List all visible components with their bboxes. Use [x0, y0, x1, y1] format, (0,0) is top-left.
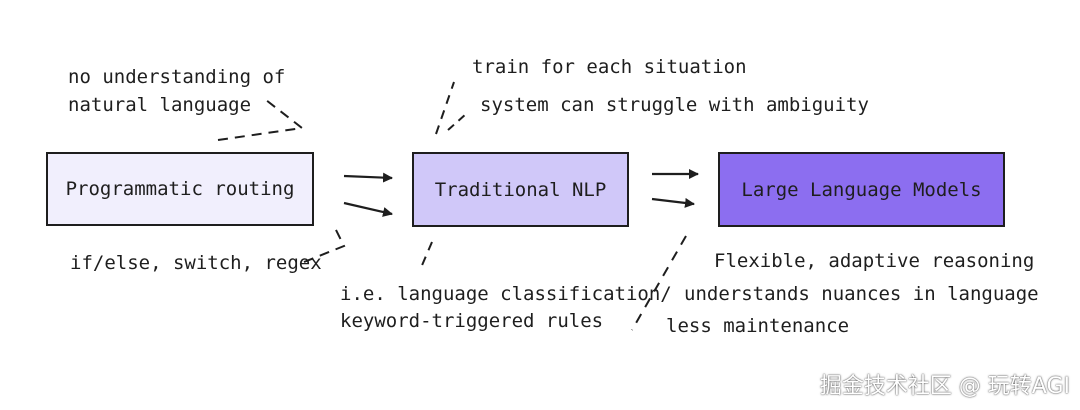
note-llm-bottom-3: less maintenance [666, 315, 850, 337]
note-programmatic-top-1: no understanding of [68, 66, 286, 88]
box-large-language-models-label: Large Language Models [741, 178, 982, 201]
box-traditional-nlp: Traditional NLP [412, 152, 629, 227]
note-programmatic-bottom: if/else, switch, regex [70, 252, 322, 274]
box-programmatic-routing-label: Programmatic routing [65, 178, 295, 200]
leader-nlp-bottom [419, 241, 433, 271]
note-traditional-top-1: train for each situation [472, 56, 747, 78]
note-traditional-bottom-1: i.e. language classification/ [340, 283, 672, 305]
arrow-nlp-to-llm-lower [651, 197, 695, 208]
note-programmatic-top-2: natural language [68, 94, 252, 116]
leader-nlp-top-2 [447, 113, 467, 131]
note-llm-bottom-1: Flexible, adaptive reasoning [714, 250, 1035, 272]
note-llm-bottom-2: understands nuances in language [684, 283, 1039, 305]
arrow-programmatic-to-nlp-upper [343, 172, 393, 183]
box-large-language-models: Large Language Models [718, 152, 1005, 227]
leader-llm-bottom [631, 235, 687, 331]
watermark: 掘金技术社区 @ 玩转AGI [819, 374, 1070, 399]
note-traditional-top-2: system can struggle with ambiguity [480, 94, 869, 116]
leader-programmatic-bottom [303, 225, 346, 263]
note-traditional-bottom-2: keyword-triggered rules [340, 310, 604, 332]
box-programmatic-routing: Programmatic routing [46, 152, 314, 226]
arrow-programmatic-to-nlp-lower [343, 201, 393, 217]
box-traditional-nlp-label: Traditional NLP [434, 178, 607, 201]
